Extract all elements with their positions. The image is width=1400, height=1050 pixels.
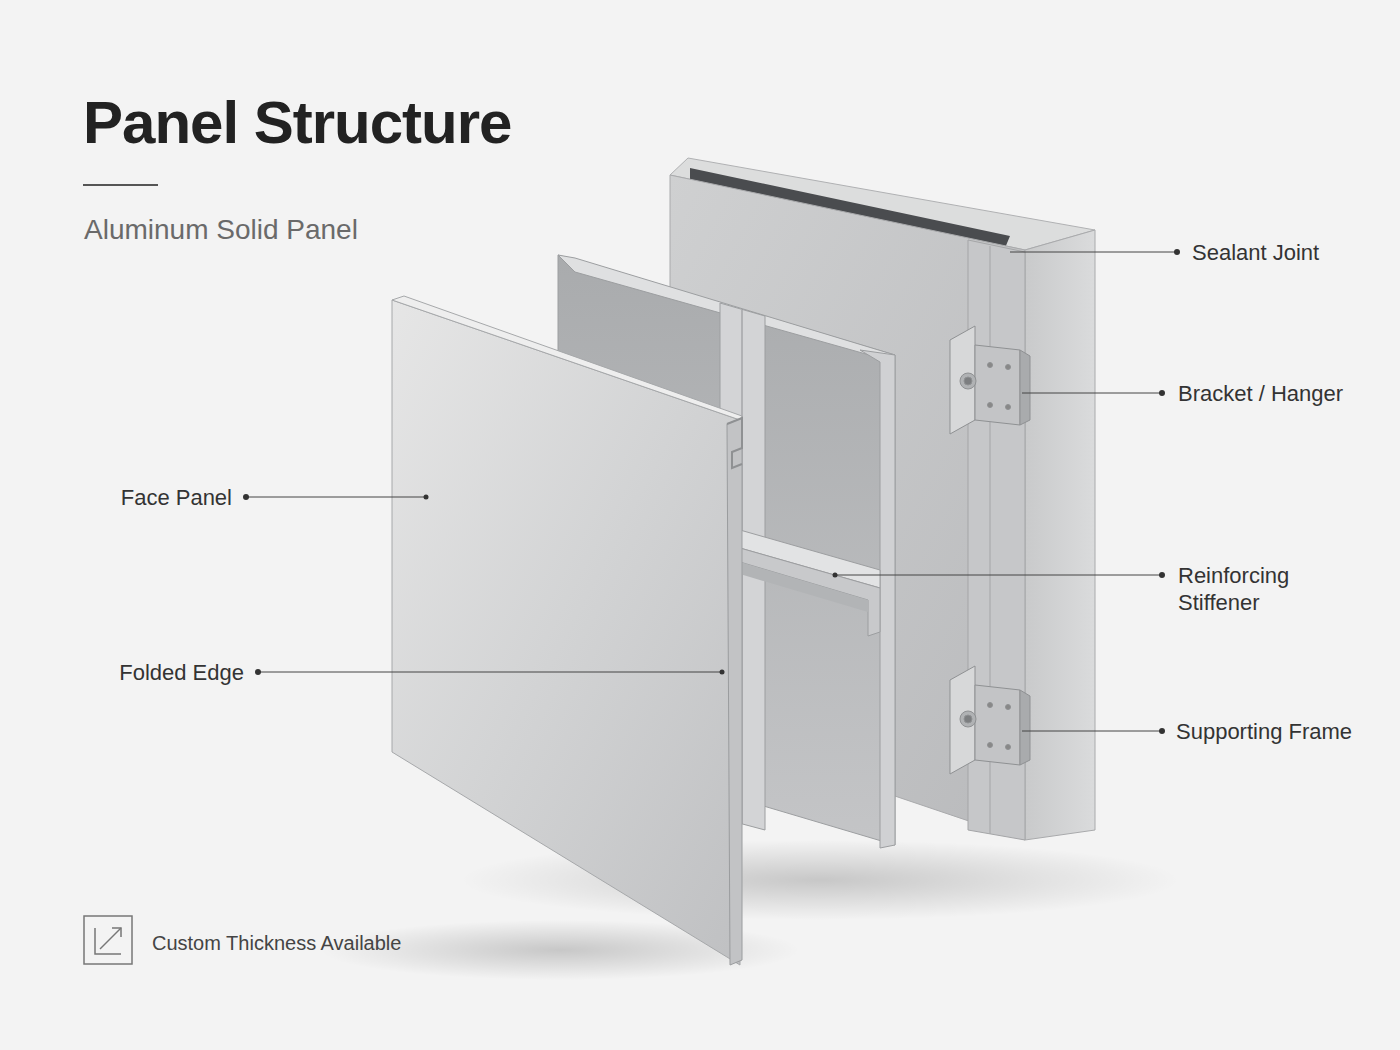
leader-dot (833, 573, 838, 578)
leader-dot (1159, 728, 1165, 734)
leader-dot (720, 670, 725, 675)
part-label: Bracket / Hanger (1178, 380, 1343, 407)
part-label: Reinforcing Stiffener (1178, 562, 1308, 616)
leader-line (1022, 731, 1162, 732)
part-label: Sealant Joint (1192, 239, 1319, 266)
leader-dot (1159, 572, 1165, 578)
leader-line (246, 497, 426, 498)
leader-dot (255, 669, 261, 675)
leader-line (1022, 393, 1162, 394)
leader-dot (424, 495, 429, 500)
note-text: Custom Thickness Available (152, 930, 401, 957)
part-label: Supporting Frame (1176, 718, 1352, 745)
part-label: Folded Edge (119, 659, 244, 686)
leader-dot (243, 494, 249, 500)
leader-line (1010, 252, 1177, 253)
leader-dot (1174, 249, 1180, 255)
leader-dot (1159, 390, 1165, 396)
part-label: Face Panel (121, 484, 232, 511)
leader-line (258, 672, 722, 673)
subtitle: Aluminum Solid Panel (84, 214, 358, 246)
title: Panel Structure (83, 88, 511, 157)
leader-line (835, 575, 1162, 576)
